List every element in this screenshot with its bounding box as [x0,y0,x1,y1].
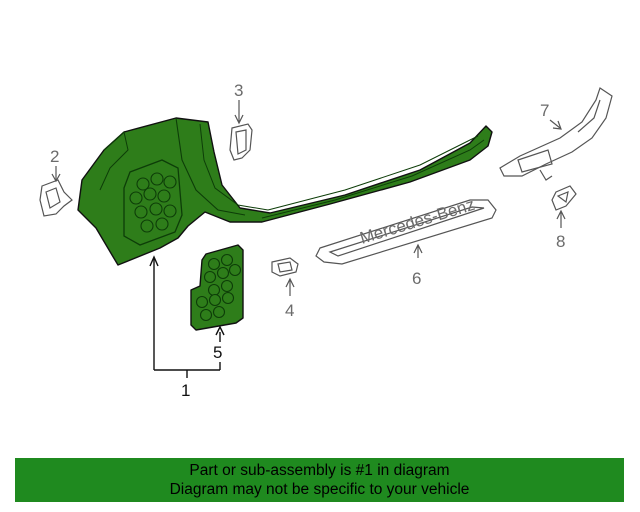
part-5-grille-insert[interactable] [190,244,244,331]
insert-grille-icon [195,253,242,322]
callout-6: 6 [412,269,421,288]
part-4-clip[interactable] [271,257,299,277]
part-3-bracket[interactable] [229,123,253,161]
part-2-clip[interactable] [39,179,73,217]
callout-8: 8 [556,232,565,251]
part-7-rear-trim[interactable] [499,87,613,181]
rocker-grille-icon [129,172,177,233]
leader-lines [149,255,225,378]
callout-3: 3 [234,81,243,100]
footer-notice: Part or sub-assembly is #1 in diagram Di… [15,458,624,502]
callout-4: 4 [285,301,294,320]
part-8-clip[interactable] [551,185,577,211]
callout-2: 2 [50,147,59,166]
callout-7: 7 [540,101,549,120]
callout-1: 1 [181,381,190,400]
callout-5: 5 [213,343,222,362]
footer-line-1: Part or sub-assembly is #1 in diagram [189,462,450,479]
footer-line-2: Diagram may not be specific to your vehi… [169,481,470,498]
part-6-sill-plate[interactable] [315,199,497,265]
part-1-rocker-panel[interactable] [77,117,493,266]
